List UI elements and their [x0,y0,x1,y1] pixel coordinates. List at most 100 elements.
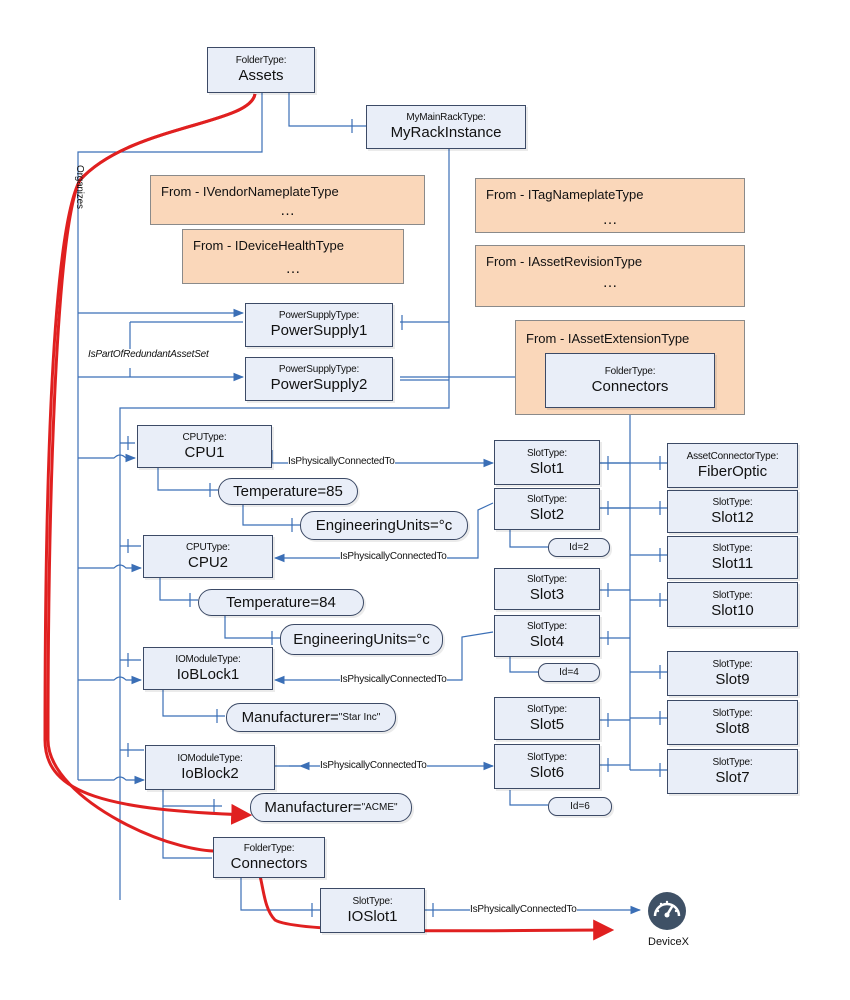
node-name: Slot2 [529,506,565,523]
ioslot-device-label: IsPhysicallyConnectedTo [470,904,577,915]
property-engineeringunits-cpu1[interactable]: EngineeringUnits=°c [300,511,468,540]
mixin-label: From - ITagNameplateType [486,187,644,202]
node-type: PowerSupplyType: [278,310,360,321]
property-id-slot6[interactable]: Id=6 [548,797,612,816]
node-slot3[interactable]: SlotType: Slot3 [494,568,600,610]
node-fiberoptic[interactable]: AssetConnectorType: FiberOptic [667,443,798,488]
mixin-asset-revision: From - IAssetRevisionType … [475,245,745,307]
node-name: PowerSupply2 [270,376,368,393]
property-id-slot2[interactable]: Id=2 [548,538,610,557]
node-slot9[interactable]: SlotType: Slot9 [667,651,798,696]
node-name: CPU2 [187,553,228,571]
node-name: IoBLock1 [176,665,240,683]
node-type: CPUType: [186,541,230,553]
node-type: SlotType: [527,574,567,585]
ellipsis: … [280,202,295,219]
node-ioblock1[interactable]: IOModuleType: IoBLock1 [143,647,273,690]
node-name: Slot10 [711,601,754,619]
node-type: SlotType: [527,621,567,632]
node-name: Connectors [230,854,308,872]
mixin-label: From - IVendorNameplateType [161,184,339,199]
node-type: FolderType: [243,842,295,854]
device-label: DeviceX [648,936,689,948]
property-manufacturer-ioblock1[interactable]: Manufacturer="Star Inc" [226,703,396,732]
node-name: MyRackInstance [390,124,502,141]
node-name: Slot3 [529,586,565,603]
node-slot1[interactable]: SlotType: Slot1 [494,440,600,485]
node-type: MyMainRackType: [406,112,486,123]
node-type: SlotType: [712,658,753,670]
property-temperature-cpu1[interactable]: Temperature=85 [218,478,358,505]
io1-slot4-label: IsPhysicallyConnectedTo [340,674,447,685]
node-name: Slot8 [715,719,750,737]
ellipsis: … [602,211,618,228]
node-assets[interactable]: FolderType: Assets [207,47,315,93]
node-type: AssetConnectorType: [686,450,779,462]
node-name: Slot11 [711,554,754,572]
mixin-device-health: From - IDeviceHealthType … [182,229,404,284]
node-slot7[interactable]: SlotType: Slot7 [667,749,798,794]
node-type: SlotType: [527,751,567,763]
node-cpu2[interactable]: CPUType: CPU2 [143,535,273,578]
node-slot11[interactable]: SlotType: Slot11 [667,536,798,579]
node-type: SlotType: [712,589,753,601]
node-type: FolderType: [604,365,656,377]
node-connectors-io[interactable]: FolderType: Connectors [213,837,325,878]
node-slot2[interactable]: SlotType: Slot2 [494,488,600,530]
node-slot4[interactable]: SlotType: Slot4 [494,615,600,657]
property-key: Manufacturer= [241,709,339,726]
property-value: "ACME" [361,802,398,813]
node-connectors-ext[interactable]: FolderType: Connectors [545,353,715,408]
node-type: SlotType: [527,494,567,505]
node-name: FiberOptic [697,462,768,480]
mixin-vendor-nameplate: From - IVendorNameplateType … [150,175,425,225]
mixin-tag-nameplate: From - ITagNameplateType … [475,178,745,233]
node-type: IOModuleType: [175,653,241,665]
mixin-label: From - IDeviceHealthType [193,238,344,253]
property-key: Manufacturer= [264,799,362,816]
node-type: SlotType: [712,542,753,554]
node-name: IOSlot1 [347,907,398,925]
property-value: "Star Inc" [338,712,381,723]
node-slot8[interactable]: SlotType: Slot8 [667,700,798,745]
node-type: SlotType: [352,895,393,907]
property-manufacturer-ioblock2[interactable]: Manufacturer="ACME" [250,793,412,822]
node-name: Slot1 [529,459,565,477]
node-slot5[interactable]: SlotType: Slot5 [494,697,600,740]
node-slot6[interactable]: SlotType: Slot6 [494,744,600,789]
node-type: CPUType: [182,431,227,443]
node-slot10[interactable]: SlotType: Slot10 [667,582,798,627]
property-id-slot4[interactable]: Id=4 [538,663,600,682]
node-cpu1[interactable]: CPUType: CPU1 [137,425,272,468]
node-name: Slot4 [529,633,565,650]
ellipsis: … [285,260,301,277]
cpu1-slot1-label: IsPhysicallyConnectedTo [288,456,395,467]
node-name: Slot5 [529,715,565,733]
gauge-icon[interactable] [647,891,687,931]
node-type: FolderType: [235,55,287,66]
node-name: Connectors [591,377,669,395]
node-ioblock2[interactable]: IOModuleType: IoBlock2 [145,745,275,790]
organizes-label: Organizes [74,165,85,209]
io2-slot6-label: IsPhysicallyConnectedTo [320,760,427,771]
node-powersupply2[interactable]: PowerSupplyType: PowerSupply2 [245,357,393,401]
node-name: Assets [238,67,284,84]
node-name: PowerSupply1 [270,322,368,339]
node-type: SlotType: [712,756,753,768]
node-powersupply1[interactable]: PowerSupplyType: PowerSupply1 [245,303,393,347]
property-engineeringunits-cpu2[interactable]: EngineeringUnits=°c [280,624,443,655]
node-rack[interactable]: MyMainRackType: MyRackInstance [366,105,526,149]
ellipsis: … [602,274,618,291]
mixin-label: From - IAssetExtensionType [526,331,690,346]
node-name: Slot12 [711,508,754,526]
node-ioslot1[interactable]: SlotType: IOSlot1 [320,888,425,933]
cpu2-slot2-label: IsPhysicallyConnectedTo [340,551,447,562]
node-type: SlotType: [712,707,753,719]
mixin-label: From - IAssetRevisionType [486,254,643,269]
property-temperature-cpu2[interactable]: Temperature=84 [198,589,364,616]
node-type: SlotType: [527,703,567,715]
node-slot12[interactable]: SlotType: Slot12 [667,490,798,533]
node-name: CPU1 [184,443,225,461]
